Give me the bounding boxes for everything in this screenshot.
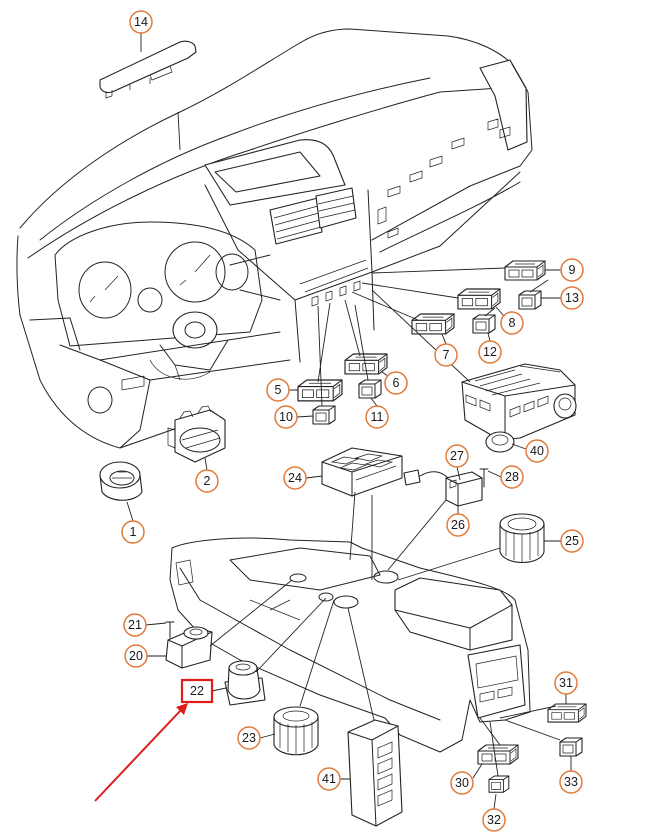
callout-26: 26 bbox=[446, 513, 470, 537]
part-13-switch bbox=[518, 290, 542, 310]
callout-label: 32 bbox=[487, 813, 501, 827]
part-10-switch bbox=[312, 405, 336, 425]
callout-5: 5 bbox=[266, 378, 290, 402]
part-26-27-28-switch-with-wire bbox=[403, 468, 489, 507]
callout-14: 14 bbox=[129, 10, 153, 34]
callout-23: 23 bbox=[237, 726, 261, 750]
callout-label: 7 bbox=[443, 348, 450, 362]
part-9-switch bbox=[504, 260, 546, 281]
callout-8: 8 bbox=[500, 311, 524, 335]
callout-label: 28 bbox=[505, 470, 519, 484]
callout-label: 25 bbox=[565, 534, 579, 548]
callout-label: 1 bbox=[130, 525, 137, 539]
callout-7: 7 bbox=[434, 343, 458, 367]
callout-label: 40 bbox=[530, 444, 544, 458]
callout-9: 9 bbox=[560, 258, 584, 282]
part-14-lid bbox=[99, 40, 197, 99]
part-33-switch bbox=[559, 737, 583, 757]
leader-lines bbox=[126, 33, 572, 810]
part-23-knob bbox=[273, 706, 319, 756]
callout-12: 12 bbox=[478, 340, 502, 364]
dashboard bbox=[16, 28, 533, 449]
callout-label: 22 bbox=[190, 684, 204, 698]
callout-label: 41 bbox=[322, 772, 336, 786]
center-console bbox=[169, 537, 531, 753]
callout-label: 14 bbox=[134, 15, 148, 29]
callout-22: 22 bbox=[180, 678, 214, 704]
callout-25: 25 bbox=[560, 529, 584, 553]
callout-32: 32 bbox=[482, 808, 506, 832]
callout-6: 6 bbox=[384, 371, 408, 395]
callout-label: 26 bbox=[451, 518, 465, 532]
callout-30: 30 bbox=[450, 771, 474, 795]
part-41-remote bbox=[347, 719, 403, 827]
callout-label: 2 bbox=[204, 474, 211, 488]
part-8-switch bbox=[457, 288, 501, 310]
callout-33: 33 bbox=[559, 770, 583, 794]
callout-label: 6 bbox=[393, 376, 400, 390]
callout-label: 10 bbox=[279, 410, 293, 424]
arrow-head-icon bbox=[176, 703, 188, 715]
part-12-switch bbox=[472, 314, 496, 334]
highlight-box bbox=[180, 678, 214, 704]
part-11-switch bbox=[358, 379, 382, 399]
part-24-window-switch-panel bbox=[321, 447, 403, 497]
part-1-light-switch bbox=[99, 461, 143, 501]
callout-label: 21 bbox=[128, 618, 142, 632]
callout-label: 11 bbox=[371, 410, 384, 424]
callout-label: 23 bbox=[242, 731, 256, 745]
callout-11: 11 bbox=[365, 405, 389, 429]
part-2-ignition-switch bbox=[167, 405, 226, 463]
callout-13: 13 bbox=[560, 286, 584, 310]
callout-label: 8 bbox=[509, 316, 516, 330]
part-25-knob bbox=[499, 513, 545, 563]
callout-20: 20 bbox=[124, 644, 148, 668]
callout-label: 33 bbox=[564, 775, 578, 789]
callout-label: 12 bbox=[483, 345, 497, 359]
part-20-21-switch bbox=[165, 621, 213, 669]
part-22-knob bbox=[224, 660, 266, 706]
callout-label: 30 bbox=[455, 776, 469, 790]
callout-1: 1 bbox=[121, 520, 145, 544]
callout-27: 27 bbox=[445, 444, 469, 468]
callout-21: 21 bbox=[123, 613, 147, 637]
callout-24: 24 bbox=[283, 466, 307, 490]
callouts: 14 9 13 8 12 7 6 5 10 11 2 1 40 24 27 28… bbox=[121, 10, 584, 832]
callout-28: 28 bbox=[500, 465, 524, 489]
part-32-switch bbox=[488, 775, 510, 793]
part-40-climate-control bbox=[461, 363, 577, 453]
part-30-switch bbox=[477, 744, 519, 765]
callout-10: 10 bbox=[274, 405, 298, 429]
callout-label: 24 bbox=[288, 471, 302, 485]
callout-label: 13 bbox=[565, 291, 579, 305]
callout-2: 2 bbox=[195, 469, 219, 493]
callout-31: 31 bbox=[554, 671, 578, 695]
callout-label: 27 bbox=[450, 449, 464, 463]
callout-label: 20 bbox=[129, 649, 143, 663]
callout-label: 31 bbox=[559, 676, 573, 690]
callout-label: 5 bbox=[275, 383, 282, 397]
callout-label: 9 bbox=[569, 263, 576, 277]
pointer-arrow bbox=[94, 703, 188, 802]
callout-40: 40 bbox=[525, 439, 549, 463]
part-5-switch bbox=[297, 379, 343, 402]
callout-41: 41 bbox=[317, 767, 341, 791]
part-7-switch bbox=[411, 313, 455, 335]
